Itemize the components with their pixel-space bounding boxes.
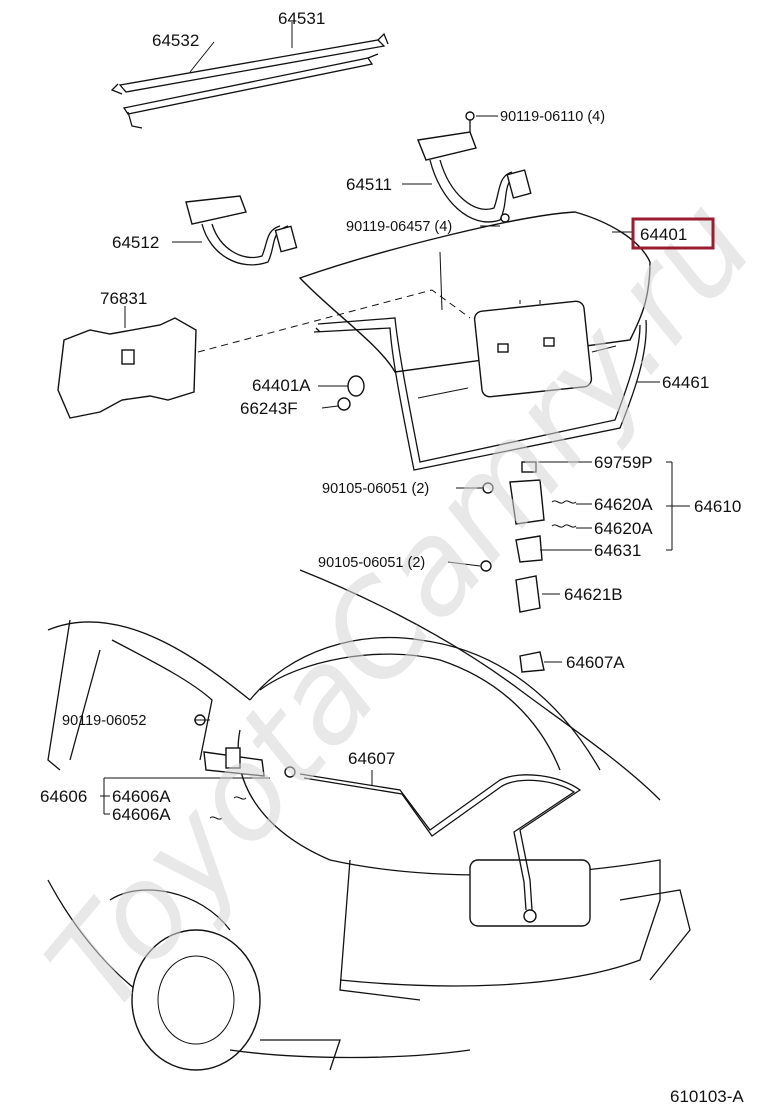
- label-64606[interactable]: 64606: [40, 787, 87, 806]
- highlight-box: [631, 217, 715, 250]
- label-90119-06110[interactable]: 90119-06110 (4): [500, 109, 605, 125]
- torsion-bars: [110, 32, 389, 129]
- label-66243F[interactable]: 66243F: [240, 399, 298, 418]
- opener-cable: [284, 766, 582, 923]
- label-64606A-second[interactable]: 64606A: [112, 805, 171, 824]
- cover-76831: [57, 289, 471, 419]
- bumper-parts: [337, 375, 365, 411]
- leader-lines: [100, 22, 690, 815]
- callout-labels: 64531 64532 90119-06110 (4) 64511 90119-…: [40, 9, 744, 1106]
- label-64621B[interactable]: 64621B: [564, 585, 623, 604]
- label-76831[interactable]: 76831: [100, 289, 147, 308]
- car-body: [47, 569, 691, 1071]
- label-90119-06457[interactable]: 90119-06457 (4): [346, 219, 452, 235]
- label-90105-06051-lock[interactable]: 90105-06051 (2): [322, 481, 429, 497]
- label-90105-06051-striker[interactable]: 90105-06051 (2): [318, 555, 425, 571]
- label-64610[interactable]: 64610: [694, 497, 741, 516]
- label-64512[interactable]: 64512: [112, 233, 159, 252]
- lock-assembly: [480, 461, 577, 673]
- label-64532[interactable]: 64532: [152, 31, 199, 50]
- hinge-left: [185, 195, 298, 266]
- label-64401A[interactable]: 64401A: [252, 376, 311, 395]
- label-64606A-first[interactable]: 64606A: [112, 787, 171, 806]
- label-69759P[interactable]: 69759P: [594, 453, 653, 472]
- label-64401[interactable]: 64401: [640, 225, 687, 244]
- weatherstrip: [313, 317, 647, 471]
- label-64461[interactable]: 64461: [662, 373, 709, 392]
- figure-code: 610103-A: [670, 1087, 744, 1106]
- label-64607A[interactable]: 64607A: [566, 653, 625, 672]
- hinge-right: [417, 111, 532, 223]
- label-64620A-second[interactable]: 64620A: [594, 519, 653, 538]
- opener-lever: [194, 714, 265, 820]
- label-64620A-first[interactable]: 64620A: [594, 495, 653, 514]
- label-64531[interactable]: 64531: [278, 9, 325, 28]
- label-64631[interactable]: 64631: [594, 541, 641, 560]
- trunk-lid: [298, 211, 651, 399]
- label-64511[interactable]: 64511: [346, 175, 392, 194]
- label-64607[interactable]: 64607: [348, 749, 395, 768]
- label-90119-06052[interactable]: 90119-06052: [62, 713, 146, 729]
